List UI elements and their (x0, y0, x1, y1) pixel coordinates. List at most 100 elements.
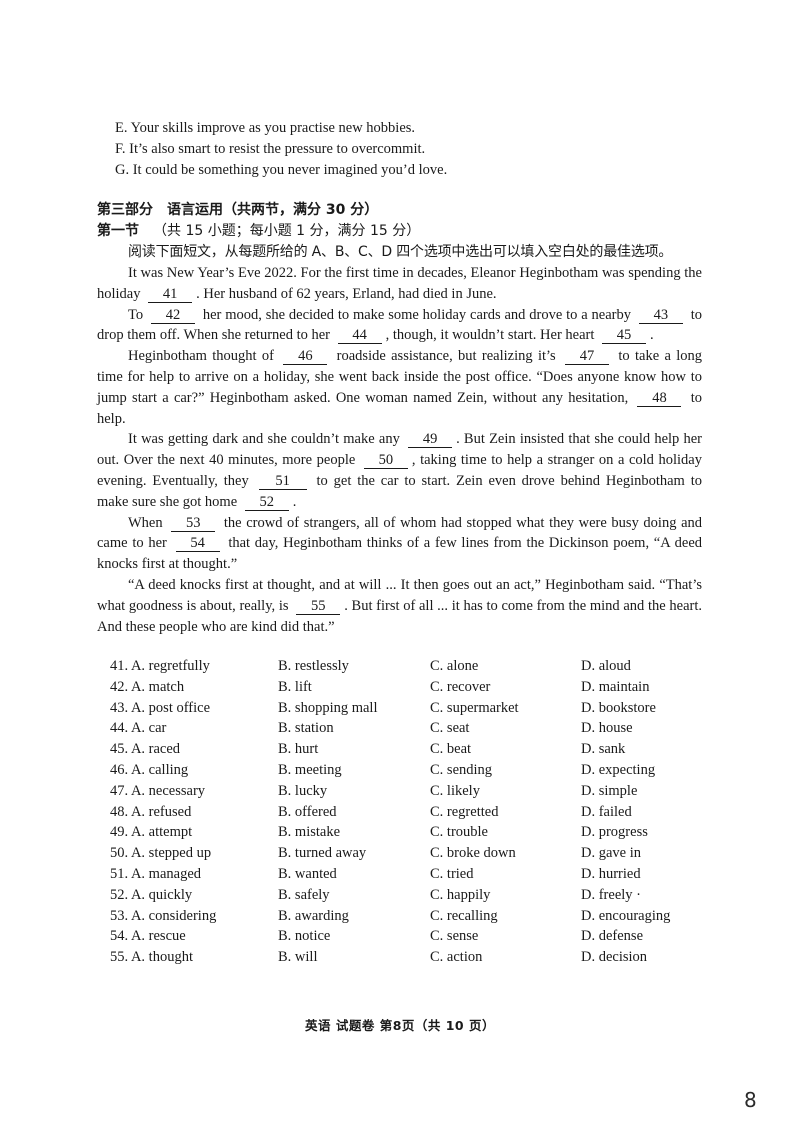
option-e: E. Your skills improve as you practise n… (115, 120, 416, 136)
blank-42: 42 (150, 307, 195, 324)
question-46-options: 46. A. calling B. meeting C. sending D. … (110, 760, 711, 781)
question-41-options: 41. A. regretfully B. restlessly C. alon… (110, 656, 711, 677)
blank-45: 45 (602, 328, 647, 345)
paragraph-6: “A deed knocks first at thought, and at … (97, 575, 702, 637)
question-44-options: 44. A. car B. station C. seat D. house (110, 718, 711, 739)
option-d: D. expecting (581, 761, 656, 778)
text: Heginbotham thought of (128, 348, 274, 365)
question-55-options: 55. A. thought B. will C. action D. deci… (110, 947, 711, 968)
question-48-options: 48. A. refused B. offered C. regretted D… (110, 802, 711, 823)
question-47-options: 47. A. necessary B. lucky C. likely D. s… (110, 781, 711, 802)
text: To (128, 306, 144, 323)
text: that day, Heginbotham thinks of a few li… (97, 535, 703, 573)
question-49-options: 49. A. attempt B. mistake C. trouble D. … (110, 822, 711, 843)
option-d: D. maintain (581, 678, 650, 695)
text: the crowd of strangers, all of whom had … (97, 514, 703, 552)
option-d: D. defense (581, 928, 644, 945)
question-45-options: 45. A. raced B. hurt C. beat D. sank (110, 739, 711, 760)
option-d: D. gave in (581, 845, 641, 862)
text: It was New Year’s Eve 2022. For the firs… (97, 265, 702, 302)
option-c: C. trouble (430, 824, 488, 841)
part-subtitle: 语言运用（共两节，满分 30 分） (167, 202, 379, 218)
text: It was getting dark and she couldn’t mak… (128, 431, 400, 448)
previous-section-options: E. Your skills improve as you practise n… (115, 118, 447, 181)
text: . (292, 493, 297, 510)
option-d: D. freely · (581, 886, 641, 903)
blank-54: 54 (175, 536, 220, 553)
blank-46: 46 (283, 349, 328, 366)
option-c: C. supermarket (430, 699, 519, 716)
paragraph-2: To 42 her mood, she decided to make some… (97, 305, 702, 347)
text: . Her husband of 62 years, Erland, had d… (196, 285, 497, 302)
option-b: B. notice (278, 928, 331, 945)
sub-title: 第一节 (97, 223, 139, 239)
option-b: B. lift (278, 678, 312, 695)
option-a: 42. A. match (110, 678, 185, 695)
option-a: 46. A. calling (110, 761, 189, 778)
option-d: D. simple (581, 782, 638, 799)
option-c: C. recover (430, 678, 491, 695)
blank-44: 44 (337, 328, 382, 345)
paragraph-4: It was getting dark and she couldn’t mak… (97, 429, 702, 512)
option-c: C. beat (430, 741, 472, 758)
option-c: C. seat (430, 720, 470, 737)
question-51-options: 51. A. managed B. wanted C. tried D. hur… (110, 864, 711, 885)
option-c: C. tried (430, 865, 474, 882)
blank-48: 48 (637, 390, 682, 407)
blank-51: 51 (258, 473, 307, 490)
option-d: D. aloud (581, 658, 631, 674)
page-footer: 英语 试题卷 第8页（共 10 页） (304, 1018, 495, 1033)
option-f: F. It’s also smart to resist the pressur… (115, 141, 426, 157)
option-c: C. recalling (430, 907, 498, 924)
option-b: B. restlessly (278, 658, 349, 674)
option-a: 53. A. considering (110, 907, 217, 924)
option-d: D. decision (581, 949, 648, 966)
blank-55: 55 (296, 598, 341, 615)
option-b: B. turned away (278, 845, 367, 862)
blank-41: 41 (148, 286, 193, 303)
text: roadside assistance, but realizing it’s (336, 348, 556, 365)
option-d: D. encouraging (581, 907, 671, 924)
option-b: B. shopping mall (278, 699, 378, 716)
option-b: B. safely (278, 886, 330, 903)
option-b: B. offered (278, 803, 337, 820)
text: , though, it wouldn’t start. Her heart (385, 327, 595, 344)
paragraph-5: When 53 the crowd of strangers, all of w… (97, 513, 702, 575)
sub-desc: （共 15 小题；每小题 1 分，满分 15 分） (153, 223, 421, 239)
text: , taking time to help a stranger on a co… (97, 452, 702, 489)
question-50-options: 50. A. stepped up B. turned away C. brok… (110, 843, 711, 864)
text: to get the car to start. Zein even drove… (97, 472, 702, 510)
option-c: C. happily (430, 886, 491, 903)
option-g: G. It could be something you never imagi… (115, 162, 448, 178)
option-a: 44. A. car (110, 720, 167, 737)
question-42-options: 42. A. match B. lift C. recover D. maint… (110, 677, 711, 698)
blank-43: 43 (638, 307, 683, 324)
text: to help. (97, 389, 702, 427)
option-a: 54. A. rescue (110, 928, 186, 945)
option-a: 49. A. attempt (110, 824, 193, 841)
text: . (650, 327, 654, 344)
option-c: C. broke down (430, 845, 516, 862)
option-a: 52. A. quickly (110, 886, 193, 903)
option-c: C. sending (430, 761, 493, 778)
blank-47: 47 (565, 349, 610, 366)
option-d: D. bookstore (581, 699, 656, 716)
option-c: C. likely (430, 782, 480, 799)
option-a: 55. A. thought (110, 949, 193, 966)
option-b: B. meeting (278, 761, 342, 778)
text: to take a long time for help to arrive o… (97, 348, 703, 406)
question-53-options: 53. A. considering B. awarding C. recall… (110, 906, 711, 927)
option-b: B. hurt (278, 741, 319, 758)
blank-53: 53 (171, 515, 216, 532)
option-a: 48. A. refused (110, 803, 192, 820)
answer-options: 41. A. regretfully B. restlessly C. alon… (110, 656, 711, 968)
paragraph-1: It was New Year’s Eve 2022. For the firs… (97, 263, 702, 305)
option-c: C. regretted (430, 803, 499, 820)
text: to drop them off. When she returned to h… (97, 306, 703, 344)
option-b: B. will (278, 949, 318, 966)
sub-heading: 第一节 （共 15 小题；每小题 1 分，满分 15 分） (97, 221, 420, 242)
section-header: 第三部分语言运用（共两节，满分 30 分） 第一节（共 15 小题；每小题 1 … (97, 200, 420, 242)
option-b: B. lucky (278, 782, 328, 799)
option-b: B. wanted (278, 865, 337, 882)
